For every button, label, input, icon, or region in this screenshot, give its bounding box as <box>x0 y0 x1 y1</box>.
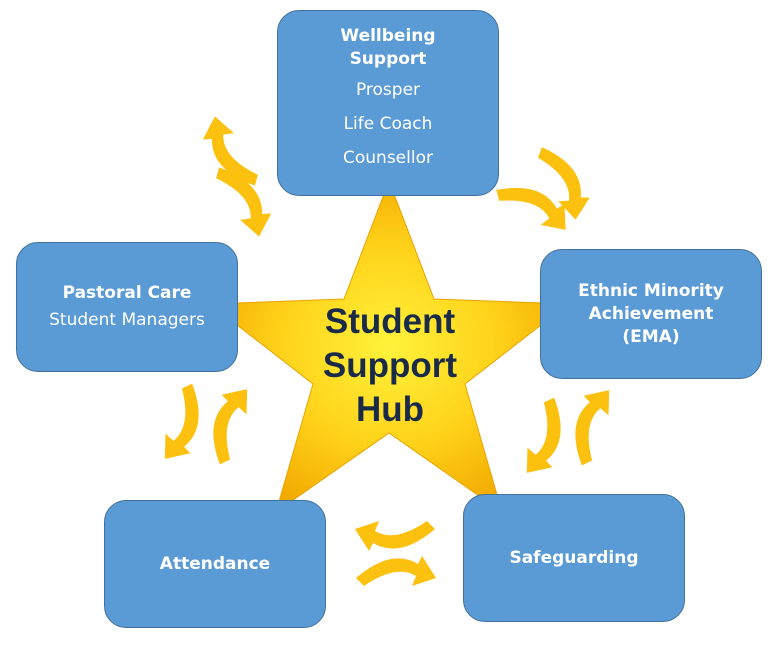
ema-title-line-2: Achievement <box>588 303 714 324</box>
hub-star <box>208 179 570 514</box>
attendance-title: Attendance <box>159 553 271 574</box>
ema-title-line-3: (EMA) <box>622 326 680 347</box>
arrow-icon-attendance-to-safeguarding-bottom <box>356 556 436 586</box>
safeguarding-title: Safeguarding <box>509 547 639 568</box>
arrow-icon-pastoral-to-attendance-left <box>157 380 213 467</box>
arrow-icon-safeguarding-to-attendance-top <box>355 521 435 551</box>
pastoral-item-student-managers: Student Managers <box>49 309 205 330</box>
wellbeing-title-line-2: Support <box>349 49 427 69</box>
ema-title-line-1: Ethnic Minority <box>578 280 724 301</box>
attendance-box: Attendance <box>104 500 326 628</box>
wellbeing-item-prosper: Prosper <box>355 80 421 100</box>
pastoral-care-box: Pastoral Care Student Managers <box>16 242 238 372</box>
hub-title-line-1: Student <box>324 302 456 341</box>
arrow-icon-pastoral-to-attendance-right <box>199 381 255 468</box>
arrow-icon-ema-to-safeguarding-left <box>519 394 575 481</box>
hub-title-line-2: Support <box>322 346 458 385</box>
hub-title-line-3: Hub <box>355 390 425 429</box>
wellbeing-item-life-coach: Life Coach <box>343 114 433 134</box>
hub-title: Student Support Hub <box>270 300 510 432</box>
arrow-icon-ema-to-safeguarding-right <box>561 382 617 469</box>
pastoral-title: Pastoral Care <box>62 282 192 303</box>
wellbeing-support-box: Wellbeing Support Prosper Life Coach Cou… <box>277 10 499 196</box>
wellbeing-item-counsellor: Counsellor <box>343 148 433 168</box>
ema-box: Ethnic Minority Achievement (EMA) <box>540 249 762 379</box>
safeguarding-box: Safeguarding <box>463 494 685 622</box>
wellbeing-title-line-1: Wellbeing <box>340 26 436 46</box>
